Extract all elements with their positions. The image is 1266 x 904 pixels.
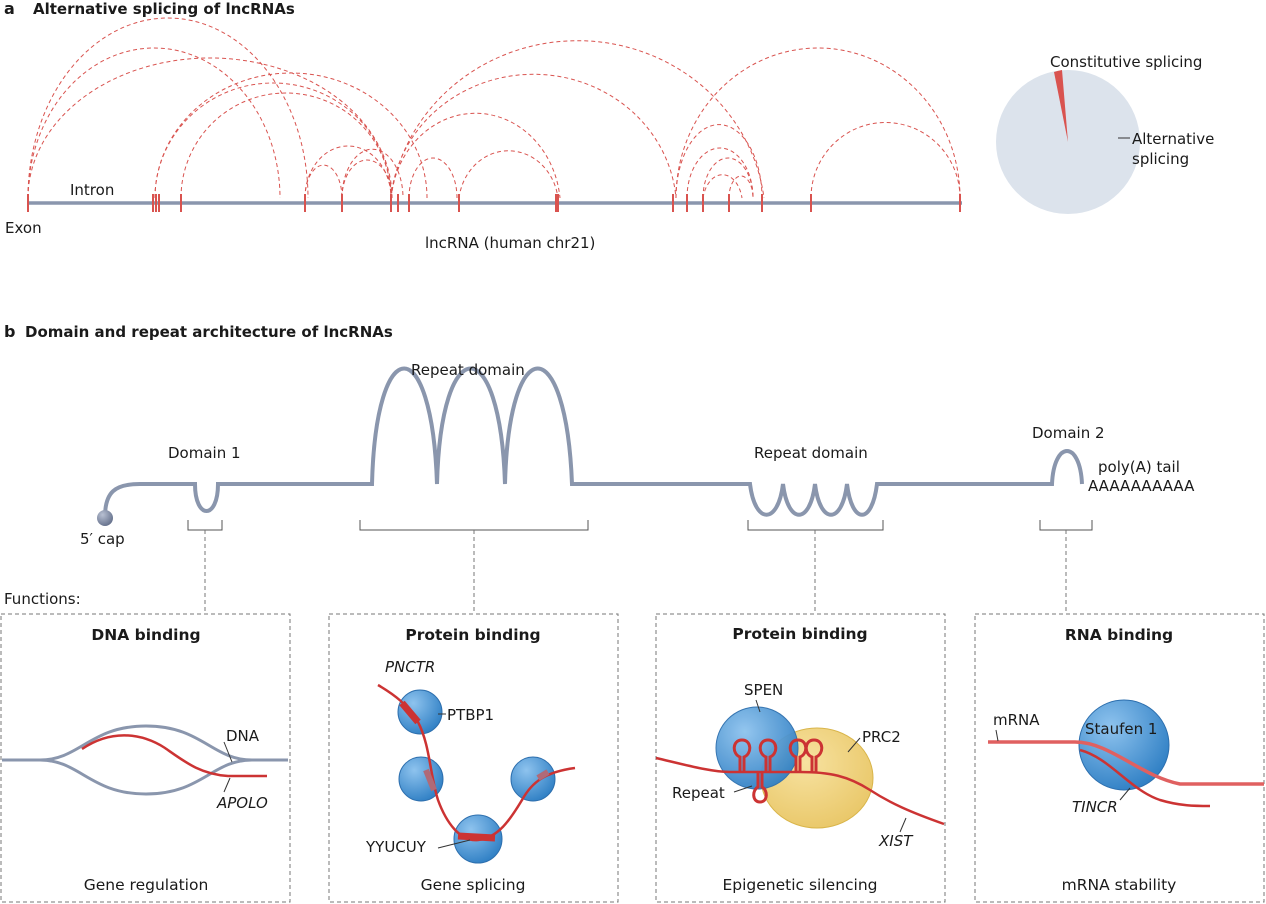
repeat-domain-2-bracket: [747, 520, 884, 531]
ptbp1-label: PTBP1: [447, 706, 494, 724]
panel-a-letter: a: [4, 0, 15, 18]
gene-label: lncRNA (human chr21): [425, 234, 595, 252]
dna-binding-illustration: DNA APOLO: [2, 724, 288, 812]
box4-footer: mRNA stability: [1062, 876, 1177, 894]
box3-footer: Epigenetic silencing: [722, 876, 877, 894]
staufen-label: Staufen 1: [1085, 720, 1157, 738]
domain2-label: Domain 2: [1032, 424, 1105, 442]
box3-title: Protein binding: [732, 625, 867, 643]
box4-title: RNA binding: [1065, 626, 1173, 644]
box2-footer: Gene splicing: [421, 876, 526, 894]
box1-title: DNA binding: [91, 626, 200, 644]
panel-b: b Domain and repeat architecture of lncR…: [0, 322, 1265, 903]
domain1-bracket: [187, 520, 223, 531]
pie-label-alternative-2: splicing: [1132, 150, 1189, 168]
dna-label: DNA: [226, 727, 260, 745]
splicing-illustration: PNCTR PTBP1 YYUCUY: [365, 658, 576, 864]
box-dna-binding: [0, 613, 291, 903]
spen-label: SPEN: [744, 681, 783, 699]
panel-b-title: Domain and repeat architecture of lncRNA…: [25, 323, 393, 341]
functions-label: Functions:: [4, 590, 81, 608]
rna-binding-illustration: mRNA Staufen 1 TINCR: [988, 699, 1264, 816]
cap-label: 5′ cap: [80, 530, 125, 548]
panel-a: a Alternative splicing of lncRNAs: [4, 0, 1214, 252]
exon-marks: [27, 194, 961, 212]
panel-b-letter: b: [4, 322, 15, 341]
exon-label: Exon: [5, 219, 42, 237]
domain2-bracket: [1039, 520, 1093, 531]
pie-label-alternative-1: Alternative: [1132, 130, 1214, 148]
domain1-label: Domain 1: [168, 444, 241, 462]
box1-footer: Gene regulation: [84, 876, 209, 894]
repeat-label: Repeat: [672, 784, 725, 802]
panel-a-title: Alternative splicing of lncRNAs: [33, 0, 295, 18]
prc2-label: PRC2: [862, 728, 901, 746]
pie-label-constitutive: Constitutive splicing: [1050, 53, 1202, 71]
pie-constitutive-slice: [1054, 70, 1068, 142]
xist-label: XIST: [878, 832, 914, 850]
box-rna-binding: [974, 613, 1265, 903]
repeat-domain-2-label: Repeat domain: [754, 444, 868, 462]
yyucuy-label: YYUCUY: [365, 838, 427, 856]
cap-ball: [97, 510, 113, 526]
epigenetic-illustration: SPEN PRC2 Repeat XIST: [655, 681, 945, 850]
intron-label: Intron: [70, 181, 114, 199]
tincr-label: TINCR: [1072, 798, 1118, 816]
polya-label: poly(A) tail: [1098, 458, 1180, 476]
repeat-domain-1-label: Repeat domain: [411, 361, 525, 379]
lncrna-architecture-line: [103, 366, 1084, 518]
repeat-domain-1-bracket: [359, 520, 589, 531]
polya-sequence: AAAAAAAAAA: [1088, 477, 1195, 495]
box2-title: Protein binding: [405, 626, 540, 644]
mrna-label: mRNA: [993, 711, 1040, 729]
splice-arcs: [27, 17, 961, 199]
apolo-label: APOLO: [216, 794, 268, 812]
pnctr-label: PNCTR: [385, 658, 435, 676]
box-protein-binding-1: [328, 613, 619, 903]
